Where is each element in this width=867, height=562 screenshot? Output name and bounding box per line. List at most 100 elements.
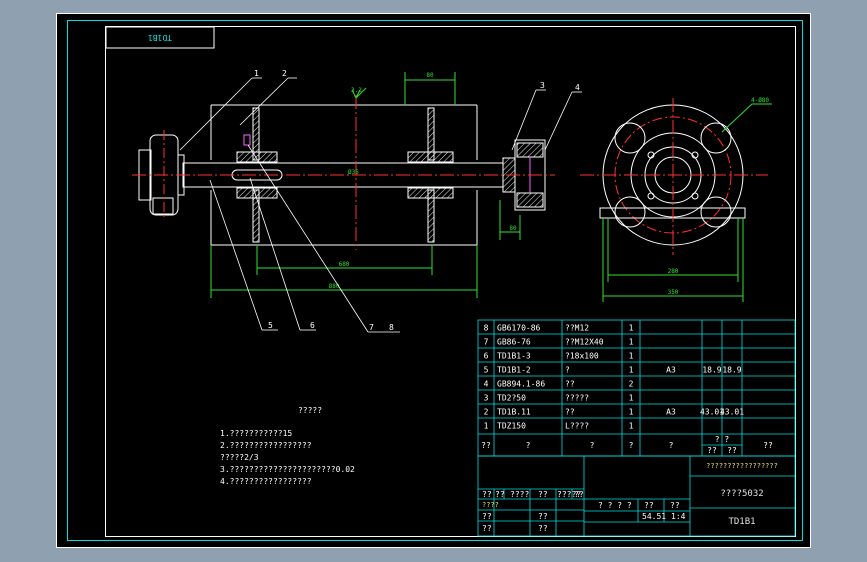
bom-cell-w1: 18.9 <box>702 366 721 375</box>
front-dimensions <box>210 72 521 298</box>
bom-row: 6 TD1B1-3 ?18x100 1 <box>484 352 634 361</box>
svg-text:??: ?? <box>763 441 773 450</box>
svg-text:??: ?? <box>481 441 491 450</box>
front-view <box>132 95 555 250</box>
bom-cell-no: 8 <box>484 324 489 333</box>
dim-shaft-dia: Ø35 <box>348 169 359 176</box>
title-block-grid <box>477 455 796 537</box>
bom-cell-qty: 1 <box>629 338 634 347</box>
svg-text:??: ?? <box>670 501 680 510</box>
bom-cell-qty: 2 <box>629 380 634 389</box>
balloon-2: 2 <box>282 69 287 78</box>
svg-text:????: ???? <box>510 490 529 499</box>
bom-cell-qty: 1 <box>629 366 634 375</box>
notes-heading: ????? <box>298 406 322 415</box>
bom-cell-mat: A3 <box>666 408 676 417</box>
svg-text:? ?: ? ? <box>715 435 730 444</box>
bom-cell-code: TD2?50 <box>497 394 526 403</box>
bom-cell-no: 3 <box>484 394 489 403</box>
balloon-3: 3 <box>540 81 545 90</box>
dim-overall-length: 880 <box>329 283 340 290</box>
note-line-5: 4.????????????????? <box>220 477 312 486</box>
bom-cell-no: 7 <box>484 338 489 347</box>
bom-cell-name: ? <box>565 366 570 375</box>
bom-cell-w2: 43.01 <box>720 408 744 417</box>
outer-border <box>56 13 811 548</box>
bom-cell-qty: 1 <box>629 408 634 417</box>
dim-end-overall: 350 <box>668 289 679 296</box>
bom-cell-name: ????? <box>565 394 589 403</box>
svg-text:1:4: 1:4 <box>671 512 686 521</box>
bom-cell-qty: 1 <box>629 394 634 403</box>
bom-cell-code: TD1B1-3 <box>497 352 531 361</box>
bom-cell-qty: 1 <box>629 352 634 361</box>
bom-cell-no: 1 <box>484 422 489 431</box>
svg-text:??: ?? <box>538 524 548 533</box>
bom-cell-name: ?? <box>565 408 575 417</box>
bom-cell-qty: 1 <box>629 422 634 431</box>
bom-cell-name: ?? <box>565 380 575 389</box>
bom-cell-name: ?18x100 <box>565 352 599 361</box>
company-name: ????????????????? <box>706 462 778 470</box>
bom-cell-code: GB86-76 <box>497 338 531 347</box>
bom-row: 1 TDZ150 L???? 1 <box>484 422 634 431</box>
svg-text:??: ?? <box>482 512 492 521</box>
bom-cell-mat: A3 <box>666 366 676 375</box>
note-line-4: 3.??????????????????????0.02 <box>220 465 355 474</box>
bom-cell-no: 5 <box>484 366 489 375</box>
side-dimensions <box>602 103 772 302</box>
svg-text:?????: ????? <box>557 490 581 499</box>
balloon-1: 1 <box>254 69 259 78</box>
svg-text:??: ?? <box>482 524 492 533</box>
bom-cell-no: 4 <box>484 380 489 389</box>
balloon-6: 6 <box>310 321 315 330</box>
balloon-8: 8 <box>389 323 394 332</box>
bom-cell-name: ??M12 <box>565 324 589 333</box>
svg-text:??: ?? <box>574 490 584 499</box>
svg-text:?: ? <box>629 441 634 450</box>
bom-cell-code: GB6170-86 <box>497 324 541 333</box>
leader-lines <box>179 77 582 333</box>
svg-text:?: ? <box>526 441 531 450</box>
svg-text:??: ?? <box>538 490 548 499</box>
bom-header: ?? ? ? ? ? ? ? ?? ?? ?? <box>481 435 773 455</box>
bom-cell-qty: 1 <box>629 324 634 333</box>
surface-mark: 3.2 <box>351 87 362 94</box>
balloon-4: 4 <box>575 83 580 92</box>
svg-text:?: ? <box>590 441 595 450</box>
bom-cell-code: TDZ150 <box>497 422 526 431</box>
svg-text:??: ?? <box>495 490 505 499</box>
bom-cell-w2: 18.9 <box>722 366 741 375</box>
bom-cell-code: TD1B.11 <box>497 408 531 417</box>
dim-top-small: 80 <box>426 72 434 79</box>
bom-row: 3 TD2?50????? 1 <box>484 394 634 403</box>
dim-right-small: 80 <box>509 225 517 232</box>
svg-text:??: ?? <box>482 490 492 499</box>
svg-text:??: ?? <box>538 512 548 521</box>
bom-cell-w1: 43.01 <box>700 408 724 417</box>
top-title-box <box>105 26 215 49</box>
drawing-frame <box>67 20 803 541</box>
top-title-text: TD1B1 <box>148 33 172 42</box>
bom-cell-no: 6 <box>484 352 489 361</box>
note-line-1: 1.???????????15 <box>220 429 292 438</box>
note-line-2: 2.????????????????? <box>220 441 312 450</box>
machine-model: ????5032 <box>720 489 763 499</box>
bom-grid <box>477 319 796 457</box>
balloon-5: 5 <box>268 321 273 330</box>
bom-cell-no: 2 <box>484 408 489 417</box>
svg-text:????: ???? <box>482 501 499 509</box>
svg-text:? ? ? ?: ? ? ? ? <box>598 501 632 510</box>
svg-text:??: ?? <box>727 446 737 455</box>
note-line-3: ?????2/3 <box>220 453 259 462</box>
drawing-number: TD1B1 <box>728 517 755 527</box>
title-block-labels: ?? ?? ???? ?? ????? ?? ???? ?? ?? ?? ?? … <box>482 490 686 533</box>
bom-row: 8 GB6170-86 ??M12 1 <box>484 324 634 333</box>
bom-cell-name: L???? <box>565 422 589 431</box>
